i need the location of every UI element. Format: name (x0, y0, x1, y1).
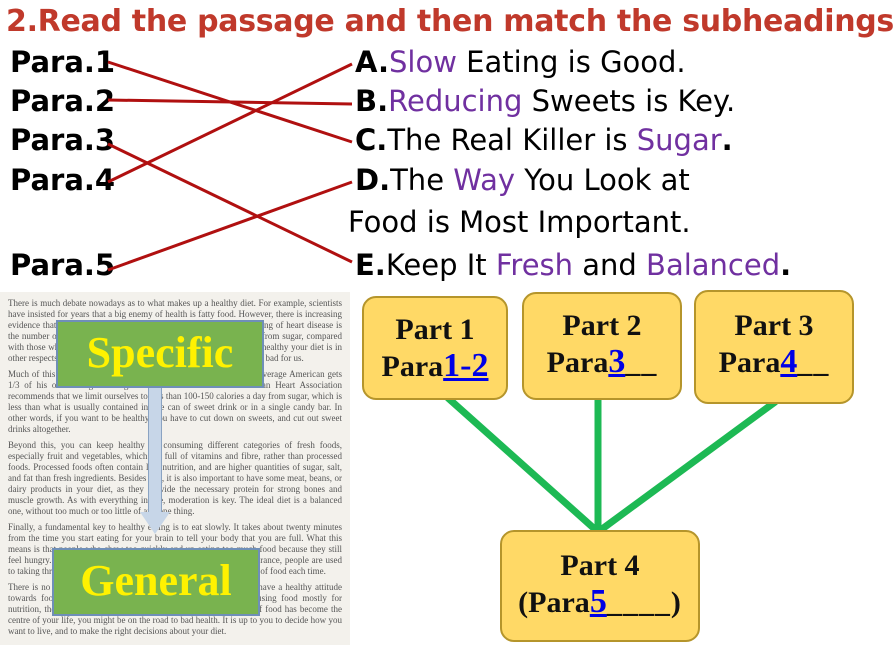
down-arrow-icon (148, 384, 162, 514)
tag-general: General (52, 548, 260, 616)
match-line-para5-d (107, 180, 353, 272)
option-b: B.Reducing Sweets is Key. (355, 84, 735, 118)
part-1-label: Part 1 (395, 313, 475, 346)
para-label-2: Para.2 (10, 84, 116, 118)
part-4-answer: 5 (589, 583, 607, 620)
part-2-prefix: Para (546, 346, 609, 379)
match-line-para3-e (107, 142, 353, 264)
part-1-prefix: Para (381, 350, 444, 383)
option-a-text: Eating is Good. (456, 45, 686, 79)
option-d-letter: D. (355, 163, 391, 197)
option-c-text: The Real Killer is (387, 123, 637, 157)
option-e: E.Keep It Fresh and Balanced. (355, 248, 791, 282)
option-c-end: . (721, 123, 733, 157)
option-e-keyword-1: Fresh (495, 248, 574, 282)
option-d: D.The Way You Look at (355, 163, 690, 197)
option-b-text: Sweets is Key. (522, 84, 736, 118)
part-2-box: Part 2 Para3__ (522, 292, 682, 400)
part-2-label: Part 2 (562, 309, 642, 342)
part-4-blank: ____) (606, 586, 682, 619)
option-d-text: The (390, 163, 454, 197)
page-title: 2.Read the passage and then match the su… (6, 4, 894, 39)
option-e-letter: E. (355, 248, 386, 282)
part-4-box: Part 4 (Para5____) (500, 530, 700, 642)
part-3-answer: 4 (780, 343, 798, 380)
part-3-label: Part 3 (734, 309, 814, 342)
option-d-line-2: Food is Most Important. (348, 205, 691, 239)
part-3-prefix: Para (718, 346, 781, 379)
part-1-answer: 1-2 (443, 347, 489, 384)
part-2-blank: __ (625, 346, 658, 379)
option-a-keyword: Slow (389, 45, 457, 79)
tree-line-part3 (594, 398, 779, 536)
option-b-letter: B. (355, 84, 389, 118)
para-label-1: Para.1 (10, 45, 116, 79)
option-b-keyword: Reducing (388, 84, 523, 118)
option-e-keyword-2: Balanced (646, 248, 781, 282)
arrowhead-icon (140, 512, 170, 534)
part-3-blank: __ (797, 346, 830, 379)
passage-paragraph-3: Beyond this, you can keep healthy by con… (8, 440, 342, 516)
match-line-para4-a (107, 62, 353, 184)
part-4-prefix: (Para (518, 586, 590, 619)
para-label-3: Para.3 (10, 123, 116, 157)
part-4-label: Part 4 (560, 549, 640, 582)
option-c: C.The Real Killer is Sugar. (355, 123, 733, 157)
option-c-keyword: Sugar (636, 123, 722, 157)
part-1-box: Part 1 Para1-2 (362, 296, 508, 400)
option-e-text-2: and (573, 248, 647, 282)
part-2-answer: 3 (608, 343, 626, 380)
match-line-para1-c (107, 60, 353, 144)
tree-line-part1 (444, 394, 602, 536)
option-c-letter: C. (355, 123, 388, 157)
tag-specific: Specific (56, 320, 264, 388)
option-d-keyword: Way (453, 163, 516, 197)
option-e-end: . (780, 248, 792, 282)
match-line-para2-b (107, 98, 353, 106)
option-e-text: Keep It (385, 248, 496, 282)
para-label-4: Para.4 (10, 163, 116, 197)
option-a-letter: A. (355, 45, 389, 79)
option-d-text-2: You Look at (515, 163, 690, 197)
part-3-box: Part 3 Para4__ (694, 290, 854, 404)
para-label-5: Para.5 (10, 248, 116, 282)
option-a: A.Slow Eating is Good. (355, 45, 686, 79)
